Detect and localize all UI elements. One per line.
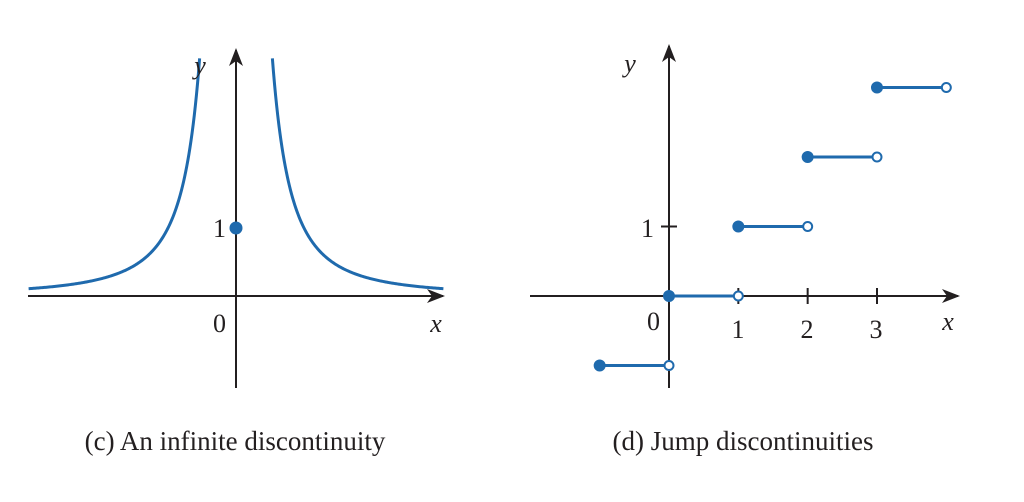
open-endpoint-1 — [732, 290, 744, 302]
closed-endpoint-1 — [663, 290, 675, 302]
chart-jump-discontinuities: y x 0 1 2 3 1 (d) Jump discontinuities — [530, 44, 960, 456]
x-tick-label-1: 1 — [732, 315, 745, 344]
curve-left-branch — [28, 58, 202, 291]
x-axis-label: x — [941, 307, 954, 336]
closed-endpoint-0 — [593, 359, 606, 372]
closed-endpoint-4 — [870, 81, 883, 94]
x-tick-label-3: 3 — [870, 315, 883, 344]
x-axis-label: x — [429, 309, 442, 338]
caption-c: (c) An infinite discontinuity — [85, 426, 386, 456]
y-tick-label-1: 1 — [641, 214, 654, 243]
closed-endpoint-2 — [732, 220, 745, 233]
origin-label: 0 — [647, 307, 660, 336]
chart-infinite-discontinuity: y x 0 1 (c) An infinite discontinuity — [28, 48, 445, 456]
y-tick-label-1: 1 — [213, 214, 226, 243]
plot-area — [28, 58, 444, 291]
axes — [28, 48, 445, 388]
caption-d: (d) Jump discontinuities — [613, 426, 874, 456]
origin-label: 0 — [213, 309, 226, 338]
open-endpoint-4 — [940, 82, 952, 93]
open-endpoint-3 — [871, 151, 883, 163]
closed-endpoint-3 — [801, 151, 814, 163]
point-0 — [229, 221, 243, 235]
plot-area — [593, 81, 952, 372]
y-axis-label: y — [191, 51, 206, 80]
x-tick-label-2: 2 — [801, 315, 814, 344]
open-endpoint-2 — [802, 221, 814, 232]
axes — [530, 44, 960, 388]
curve-right-branch — [270, 58, 444, 291]
open-endpoint-0 — [663, 360, 675, 371]
y-axis-label: y — [621, 49, 636, 78]
